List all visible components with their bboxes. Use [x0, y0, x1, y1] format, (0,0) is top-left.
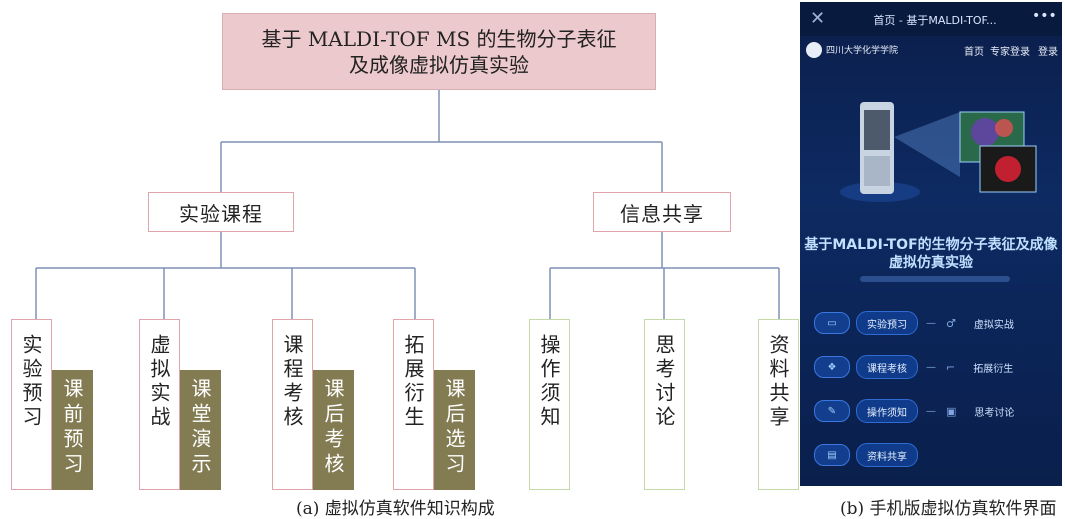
leaf-operation-guide: 操作须知: [529, 319, 570, 490]
hero-title-line2: 虚拟仿真实验: [889, 255, 973, 271]
hero-title-line1: 基于MALDI-TOF的生物分子表征及成像: [804, 237, 1058, 253]
menu-row-assessment: ❖ 课程考核 — ⌐ 拓展衍生: [814, 353, 1054, 381]
caption-a: (a) 虚拟仿真软件知识构成: [296, 499, 495, 519]
menu-operation-button[interactable]: 操作须知: [856, 399, 918, 423]
menu-row-operation: ✎ 操作须知 — ▣ 思考讨论: [814, 397, 1054, 425]
phone-screen: ✕ 首页 - 基于MALDI-TOF... ••• 四川大学化学学院 首页 专家…: [800, 2, 1062, 486]
resources-icon: ▤: [814, 444, 850, 466]
tag-post-class-exam: 课后考核: [313, 370, 354, 490]
root-title-line2: 及成像虚拟仿真实验: [349, 52, 529, 77]
close-icon[interactable]: ✕: [810, 8, 826, 29]
menu-preview-button[interactable]: 实验预习: [856, 311, 918, 335]
leaf-assessment: 课程考核: [272, 319, 313, 490]
leaf-resource-sharing: 资料共享: [758, 319, 799, 490]
nav-expert-login-link[interactable]: 专家登录: [990, 47, 1030, 58]
menu-assessment-button[interactable]: 课程考核: [856, 355, 918, 379]
nav-home-link[interactable]: 首页: [964, 47, 984, 58]
operation-icon: ✎: [814, 400, 850, 422]
nav-login-link[interactable]: 登录: [1038, 47, 1058, 58]
school-logo-icon: [806, 42, 822, 58]
tag-elective: 课后选习: [434, 370, 475, 490]
leaf-virtual-practice: 虚拟实战: [139, 319, 180, 490]
preview-icon: ▭: [814, 312, 850, 334]
hero-subtitle-bar: [860, 276, 1010, 282]
branch-info-sharing: 信息共享: [593, 192, 731, 232]
menu-discussion-link[interactable]: 思考讨论: [974, 407, 1015, 419]
tag-in-class: 课堂演示: [180, 370, 221, 490]
menu-extension-link[interactable]: 拓展衍生: [973, 363, 1014, 375]
menu-row-resources: ▤ 资料共享: [814, 441, 1054, 469]
browser-bar: ✕ 首页 - 基于MALDI-TOF... •••: [800, 2, 1062, 36]
menu-connector: —: [926, 317, 936, 329]
branch-experiment-course: 实验课程: [148, 192, 294, 232]
leaf-preview: 实验预习: [11, 319, 52, 490]
extension-icon: ⌐: [946, 360, 956, 374]
menu-virtual-practice-link[interactable]: 虚拟实战: [973, 319, 1014, 331]
site-nav: 四川大学化学学院 首页 专家登录 登录: [800, 36, 1062, 64]
virtual-practice-icon: ♂: [946, 316, 956, 330]
discussion-icon: ▣: [946, 404, 957, 418]
browser-tab-title: 首页 - 基于MALDI-TOF...: [873, 14, 997, 27]
menu-row-preview: ▭ 实验预习 — ♂ 虚拟实战: [814, 309, 1054, 337]
menu-connector: —: [926, 361, 936, 373]
assessment-icon: ❖: [814, 356, 850, 378]
caption-b: (b) 手机版虚拟仿真软件界面: [840, 499, 1057, 519]
root-node: 基于 MALDI-TOF MS 的生物分子表征 及成像虚拟仿真实验: [222, 13, 656, 90]
menu-connector: —: [926, 405, 936, 417]
tag-pre-class: 课前预习: [52, 370, 93, 490]
leaf-extension: 拓展衍生: [393, 319, 434, 490]
school-logo-text: 四川大学化学学院: [826, 46, 899, 56]
menu-resources-button[interactable]: 资料共享: [856, 443, 918, 467]
hero-illustration: [840, 102, 1037, 202]
leaf-discussion: 思考讨论: [644, 319, 685, 490]
more-icon[interactable]: •••: [1032, 8, 1057, 24]
root-title-line1: 基于 MALDI-TOF MS 的生物分子表征: [261, 26, 617, 51]
